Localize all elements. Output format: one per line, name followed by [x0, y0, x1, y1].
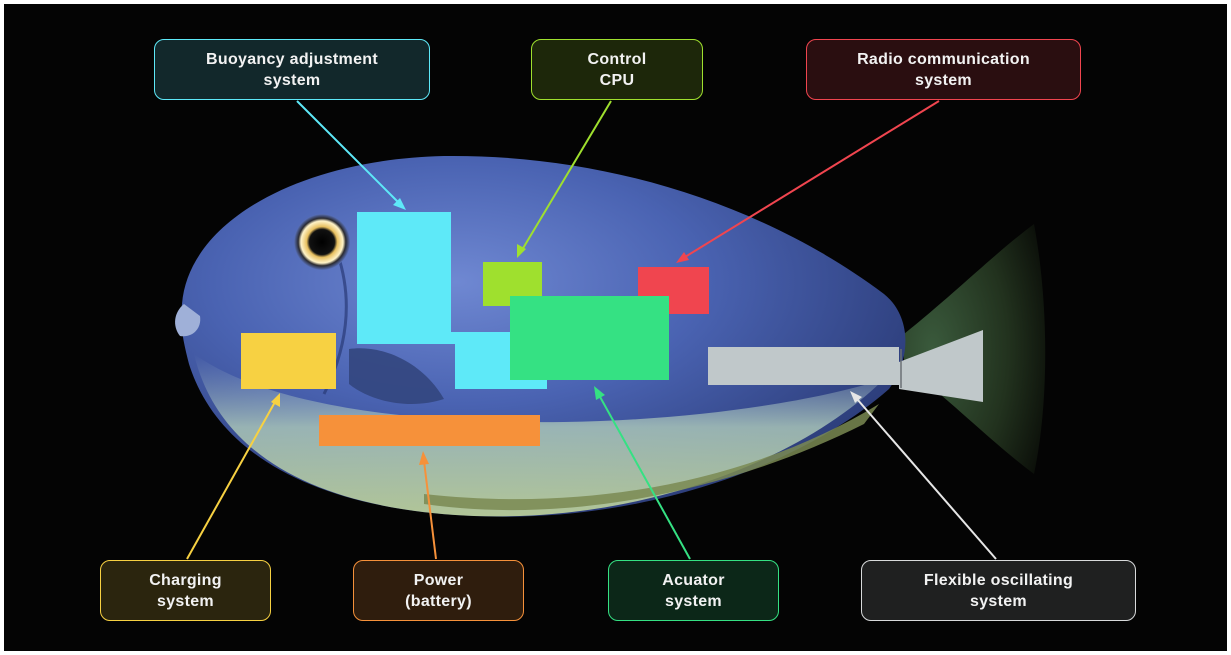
buoyancy-label: Buoyancy adjustment system — [154, 39, 430, 100]
radio-label: Radio communication system — [806, 39, 1081, 100]
actuator-block — [510, 296, 669, 380]
actuator-label: Acuator system — [608, 560, 779, 621]
fish-illustration — [4, 4, 1227, 651]
eye — [294, 214, 350, 270]
charging-block — [241, 333, 336, 389]
power-label: Power (battery) — [353, 560, 524, 621]
charging-label: Charging system — [100, 560, 271, 621]
flexible-label: Flexible oscillating system — [861, 560, 1136, 621]
diagram-canvas: Buoyancy adjustment system Control CPU R… — [4, 4, 1227, 651]
power-block — [319, 415, 540, 446]
cpu-label: Control CPU — [531, 39, 703, 100]
